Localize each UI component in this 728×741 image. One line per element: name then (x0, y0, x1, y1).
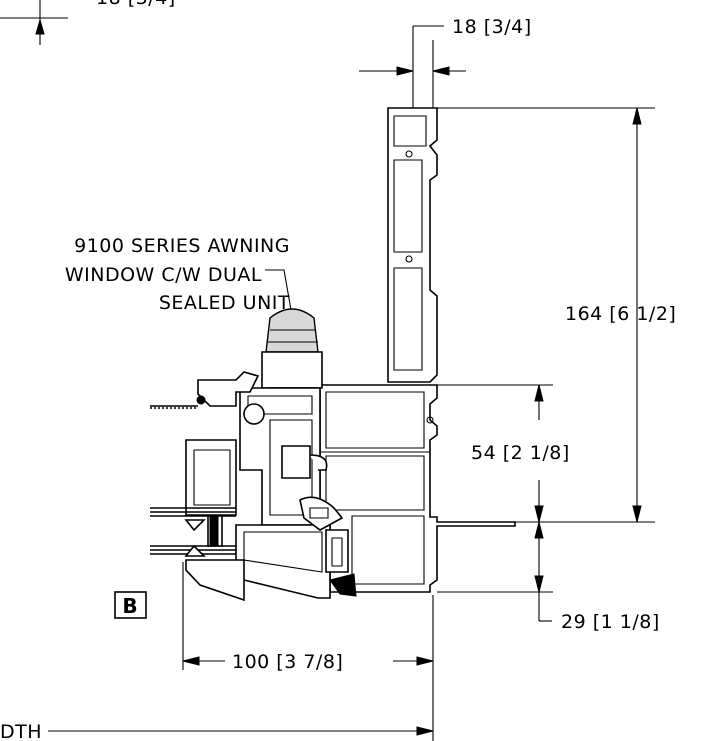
top-width-label: 18 [3/4] (452, 16, 532, 38)
top-left-partial-label: 18 [3/4] (96, 0, 176, 9)
product-callout: 9100 SERIES AWNING WINDOW C/W DUAL SEALE… (65, 235, 305, 385)
interior-trim (150, 371, 260, 409)
sill-profile (185, 496, 357, 602)
sill-height-dimension: 29 [1 1/8] (534, 521, 660, 633)
bottom-partial-label: DTH (0, 721, 42, 741)
frame-height-label: 54 [2 1/8] (471, 442, 570, 464)
sash-profile (239, 387, 328, 526)
sealed-glass-unit (150, 439, 237, 557)
bottom-partial-dimension: DTH (0, 721, 434, 741)
top-left-partial-dimension: 18 [3/4] (0, 0, 176, 45)
total-height-label: 164 [6 1/2] (565, 303, 676, 325)
top-width-dimension: 18 [3/4] (359, 16, 532, 108)
vertical-extension-profile (387, 107, 438, 383)
frame-height-dimension: 54 [2 1/8] (471, 384, 570, 523)
section-tag-label: B (122, 594, 137, 618)
sill-height-label: 29 [1 1/8] (561, 611, 660, 633)
callout-line-1: 9100 SERIES AWNING (74, 235, 290, 257)
callout-line-3: SEALED UNIT (159, 292, 290, 314)
depth-label: 100 [3 7/8] (232, 651, 343, 673)
section-tag: B (114, 591, 147, 619)
total-height-dimension: 164 [6 1/2] (565, 107, 676, 523)
callout-line-2: WINDOW C/W DUAL (65, 264, 262, 286)
main-frame-profile (319, 384, 516, 593)
depth-dimension: 100 [3 7/8] (182, 562, 434, 741)
